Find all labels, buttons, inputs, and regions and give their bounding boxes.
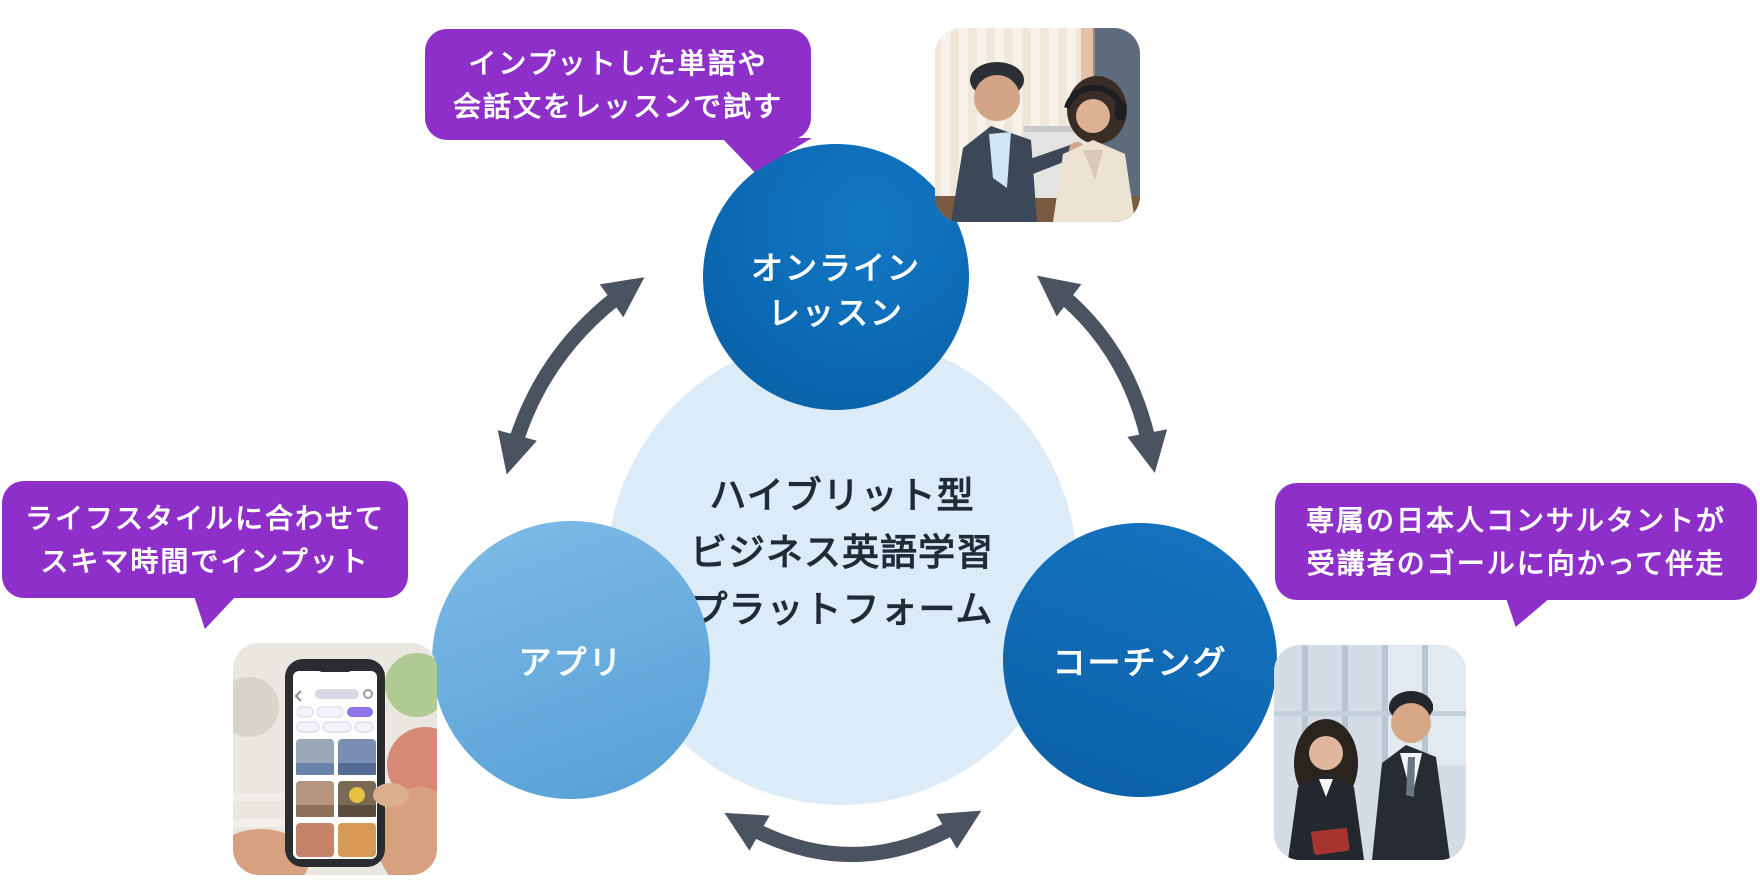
- center-platform-title: ハイブリット型 ビジネス英語学習 プラットフォーム: [690, 467, 994, 638]
- coaching-photo-illustration: [1274, 645, 1466, 860]
- arrow-app-coaching-icon: [724, 810, 982, 862]
- app-phone-photo: [233, 643, 437, 875]
- callout-app: ライフスタイルに合わせて スキマ時間でインプット: [2, 481, 408, 598]
- callout-coaching-line1: 専属の日本人コンサルタントが: [1305, 503, 1726, 537]
- coaching-label: コーチング: [1052, 643, 1228, 682]
- online-lesson-photo-illustration: [935, 28, 1140, 222]
- app-label: アプリ: [518, 643, 624, 682]
- online-lesson-label-line1: オンライン: [750, 249, 921, 287]
- center-title-line2: ビジネス英語学習: [690, 530, 994, 574]
- callout-coaching: 専属の日本人コンサルタントが 受講者のゴールに向かって伴走: [1275, 483, 1757, 600]
- app-phone-photo-illustration: [233, 643, 437, 875]
- online-lesson-label-line2: レッスン: [767, 294, 904, 332]
- callout-lesson-line2: 会話文をレッスンで試す: [452, 89, 783, 123]
- callout-coaching-line2: 受講者のゴールに向かって伴走: [1306, 546, 1726, 580]
- node-coaching: コーチング: [1003, 523, 1277, 797]
- callout-app-line1: ライフスタイルに合わせて: [24, 501, 385, 535]
- online-lesson-photo: [935, 28, 1140, 222]
- callout-lesson: インプットした単語や 会話文をレッスンで試す: [425, 29, 811, 140]
- callout-app-line2: スキマ時間でインプット: [40, 544, 370, 578]
- arrow-lesson-coaching-icon: [1036, 275, 1168, 473]
- arrow-app-lesson-icon: [497, 277, 645, 475]
- coaching-photo: [1274, 645, 1466, 860]
- center-title-line1: ハイブリット型: [709, 473, 975, 517]
- node-app: アプリ: [432, 521, 710, 799]
- callout-lesson-line1: インプットした単語や: [468, 46, 768, 80]
- center-title-line3: プラットフォーム: [690, 587, 994, 631]
- online-lesson-label: オンライン レッスン: [751, 246, 921, 336]
- node-online-lesson: オンライン レッスン: [703, 144, 969, 410]
